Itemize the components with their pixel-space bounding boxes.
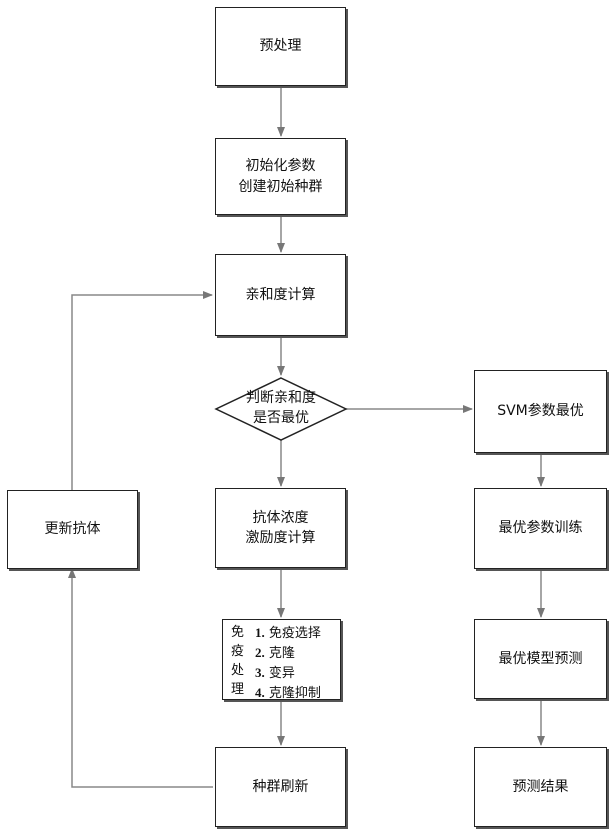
preprocess-box: 预处理 [215, 7, 346, 86]
prediction-result-box: 预测结果 [474, 747, 607, 827]
decision-label: 判断亲和度 是否最优 [231, 387, 331, 431]
optimal-training-box: 最优参数训练 [474, 488, 607, 569]
affinity-calc-label: 亲和度计算 [246, 285, 316, 305]
population-refresh-box: 种群刷新 [215, 747, 346, 827]
arrow-update-to-affinity [72, 295, 212, 490]
immune-steps-list: 1. 免疫选择 2. 克隆 3. 变异 4. 克隆抑制 [255, 623, 321, 703]
decision-label-line2: 是否最优 [253, 409, 309, 429]
update-antibody-box: 更新抗体 [7, 490, 138, 569]
svm-opt-box: SVM参数最优 [474, 370, 607, 453]
decision-label-line1: 判断亲和度 [246, 389, 316, 409]
antibody-calc-label-line1: 抗体浓度 [253, 508, 309, 528]
preprocess-label: 预处理 [260, 36, 302, 56]
arrow-refresh-to-update [72, 569, 213, 787]
init-params-label-line2: 创建初始种群 [239, 177, 323, 197]
optimal-prediction-label: 最优模型预测 [499, 649, 583, 669]
immune-step: 4. 克隆抑制 [255, 683, 321, 703]
init-params-box: 初始化参数 创建初始种群 [215, 138, 346, 215]
immune-step: 3. 变异 [255, 663, 321, 683]
immune-processing-title: 免 疫 处 理 [231, 623, 247, 699]
immune-step: 2. 克隆 [255, 643, 321, 663]
optimal-training-label: 最优参数训练 [499, 518, 583, 538]
optimal-prediction-box: 最优模型预测 [474, 619, 607, 699]
population-refresh-label: 种群刷新 [253, 777, 309, 797]
antibody-calc-label-line2: 激励度计算 [246, 528, 316, 548]
init-params-label-line1: 初始化参数 [246, 156, 316, 176]
affinity-calc-box: 亲和度计算 [215, 254, 346, 336]
svm-opt-label: SVM参数最优 [497, 401, 584, 421]
immune-step: 1. 免疫选择 [255, 623, 321, 643]
antibody-calc-box: 抗体浓度 激励度计算 [215, 488, 346, 568]
immune-processing-box: 免 疫 处 理 1. 免疫选择 2. 克隆 3. 变异 4. 克隆抑制 [222, 619, 341, 700]
prediction-result-label: 预测结果 [513, 777, 569, 797]
update-antibody-label: 更新抗体 [45, 519, 101, 539]
